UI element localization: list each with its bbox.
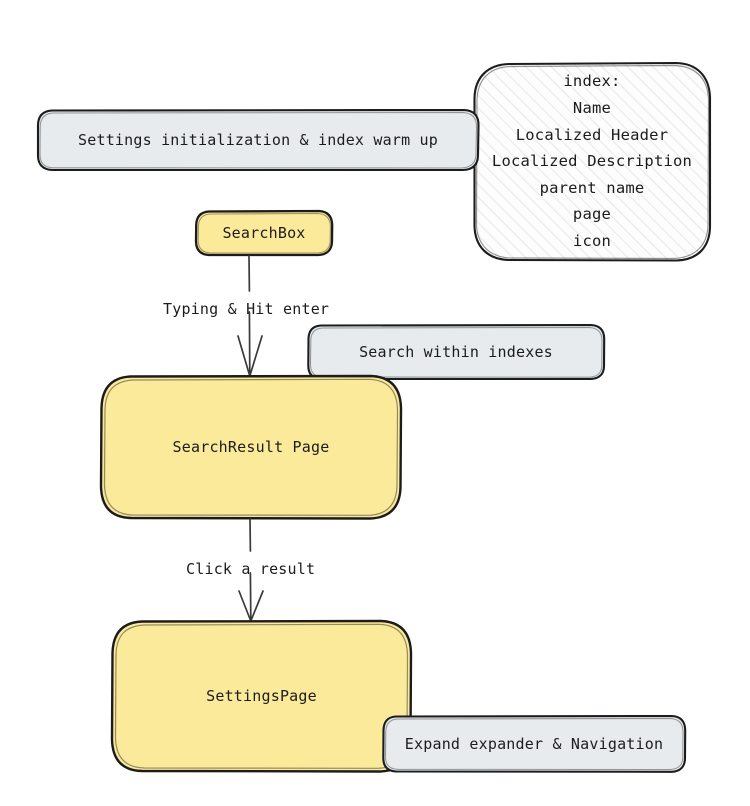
settingspage-node-shape[interactable] bbox=[110, 619, 413, 773]
edge-click-a-result-shape bbox=[238, 518, 264, 622]
index-schema-card bbox=[473, 61, 712, 262]
expand-expander-note-shape bbox=[382, 714, 687, 773]
edge-typing-hit-enter-shape bbox=[237, 255, 263, 377]
searchbox-node-shape[interactable] bbox=[194, 209, 334, 257]
search-within-indexes-note-shape bbox=[307, 323, 606, 381]
settings-init-note-shape bbox=[36, 108, 480, 172]
searchresult-page-node-shape[interactable] bbox=[99, 374, 403, 520]
